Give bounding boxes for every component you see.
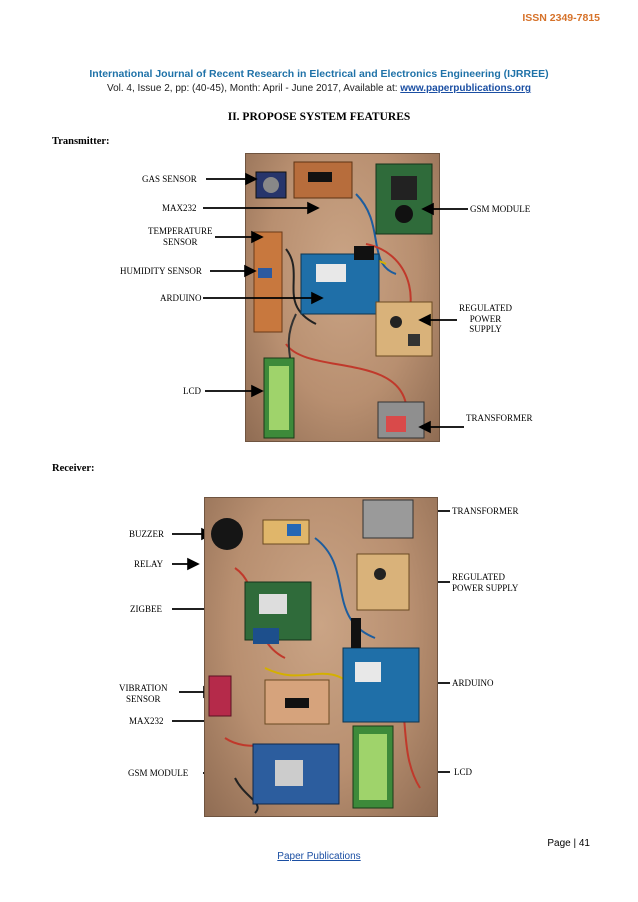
rx-relay-label: RELAY (134, 559, 164, 569)
rx-max232-label: MAX232 (129, 716, 164, 726)
transmitter-board-drawing (253, 161, 433, 439)
tx-gas-sensor-label: GAS SENSOR (142, 174, 197, 184)
tx-transformer-label: TRANSFORMER (466, 413, 533, 423)
tx-lcd-label: LCD (183, 386, 201, 396)
publisher-link[interactable]: Paper Publications (277, 851, 361, 862)
rx-arduino-label: ARDUINO (452, 678, 494, 688)
tx-gsm-module-label: GSM MODULE (470, 204, 531, 214)
section-title: II. PROPOSE SYSTEM FEATURES (227, 111, 411, 123)
receiver-board-drawing (208, 499, 421, 814)
receiver-photo (204, 497, 438, 817)
tx-regulated-power-supply-label: REGULATED POWER SUPPLY (459, 303, 512, 334)
volume-text: Vol. 4, Issue 2, pp: (40-45), Month: Apr… (106, 83, 401, 94)
receiver-heading: Receiver: (52, 463, 95, 474)
rx-vibration-sensor-label: VIBRATION SENSOR (119, 683, 168, 704)
tx-arduino-label: ARDUINO (160, 293, 202, 303)
transmitter-heading: Transmitter: (52, 136, 110, 147)
issn: ISSN 2349-7815 (522, 12, 600, 24)
tx-max232-label: MAX232 (162, 203, 197, 213)
journal-title: International Journal of Recent Research… (89, 68, 549, 80)
journal-url-link[interactable]: www.paperpublications.org (400, 83, 532, 94)
rx-zigbee-label: ZIGBEE (130, 604, 162, 614)
rx-regulated-power-supply-label: REGULATED POWER SUPPLY (452, 572, 519, 593)
rx-transformer-label: TRANSFORMER (452, 506, 519, 516)
rx-gsm-module-label: GSM MODULE (128, 768, 189, 778)
volume-info: Vol. 4, Issue 2, pp: (40-45), Month: Apr… (0, 83, 638, 94)
tx-temperature-sensor-label: TEMPERATURE SENSOR (148, 226, 213, 247)
tx-humidity-sensor-label: HUMIDITY SENSOR (120, 266, 202, 276)
rx-lcd-label: LCD (454, 767, 472, 777)
rx-buzzer-label: BUZZER (129, 529, 164, 539)
page-number: Page | 41 (547, 838, 590, 849)
